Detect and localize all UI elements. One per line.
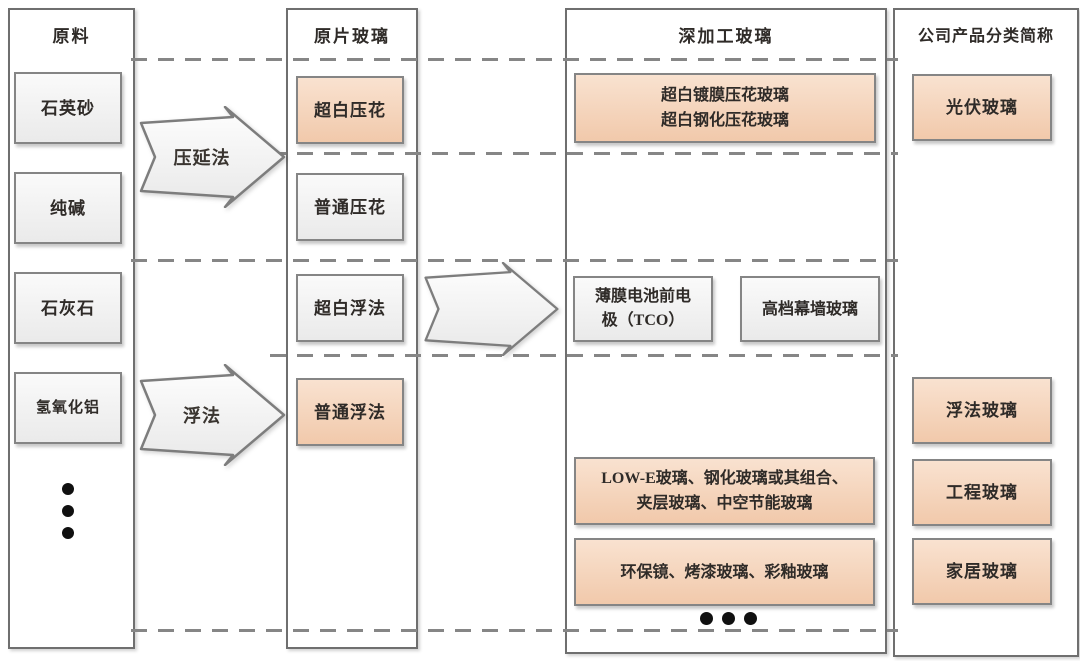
ellipsis-dot — [700, 612, 713, 625]
curtain-wall-label: 高档幕墙玻璃 — [761, 300, 858, 318]
home-box-label: 环保镜、烤漆玻璃、彩釉玻璃 — [620, 563, 829, 581]
base-glass-ultraclear-float: 超白浮法 — [296, 274, 404, 342]
dashed-separator-4 — [270, 354, 898, 357]
raw-material-label: 纯碱 — [50, 198, 86, 218]
base-glass-label: 超白压花 — [314, 100, 386, 120]
product-category-home-glass: 家居玻璃 — [912, 538, 1052, 605]
base-glass-ordinary-patterned: 普通压花 — [296, 173, 404, 241]
lowe-box-line2: 夹层玻璃、中空节能玻璃 — [636, 495, 813, 512]
processed-glass-home-box: 环保镜、烤漆玻璃、彩釉玻璃 — [574, 538, 875, 606]
column-header-product-categories: 公司产品分类简称 — [917, 28, 1054, 45]
column-header-processed-glass: 深加工玻璃 — [678, 27, 774, 46]
product-category-label: 家居玻璃 — [946, 562, 1018, 581]
pv-box-line1: 超白镀膜压花玻璃 — [660, 87, 789, 104]
dashed-separator-3 — [131, 259, 898, 262]
float-process-arrow — [139, 364, 286, 466]
raw-material-aluminium-hydroxide: 氢氧化铝 — [14, 372, 122, 444]
product-category-label: 光伏玻璃 — [946, 98, 1018, 117]
ellipsis-dot — [62, 527, 74, 539]
raw-material-label: 石英砂 — [41, 98, 95, 118]
pv-box-line2: 超白钢化压花玻璃 — [660, 112, 789, 129]
raw-material-label: 氢氧化铝 — [35, 399, 100, 416]
processed-glass-lowe-box: LOW-E玻璃、钢化玻璃或其组合、 夹层玻璃、中空节能玻璃 — [574, 457, 875, 525]
base-glass-label: 普通浮法 — [314, 402, 386, 422]
calendering-arrow-label: 压延法 — [173, 148, 231, 168]
float-arrow-label: 浮法 — [183, 406, 221, 426]
base-glass-label: 超白浮法 — [314, 298, 386, 318]
column-header-raw-materials: 原料 — [52, 27, 91, 46]
raw-material-quartz-sand: 石英砂 — [14, 72, 122, 144]
base-glass-label: 普通压花 — [314, 197, 386, 217]
base-glass-ordinary-float: 普通浮法 — [296, 378, 404, 446]
ellipsis-dot — [62, 483, 74, 495]
deep-processing-arrow — [424, 262, 559, 356]
product-category-photovoltaic-glass: 光伏玻璃 — [912, 74, 1052, 141]
processed-glass-pv-box: 超白镀膜压花玻璃 超白钢化压花玻璃 — [574, 73, 876, 143]
ellipsis-dot — [62, 505, 74, 517]
product-category-float-glass: 浮法玻璃 — [912, 377, 1052, 444]
raw-material-soda-ash: 纯碱 — [14, 172, 122, 244]
raw-material-label: 石灰石 — [41, 298, 95, 318]
raw-material-limestone: 石灰石 — [14, 272, 122, 344]
tco-box-line2: 极（TCO） — [601, 312, 685, 329]
ellipsis-dot — [744, 612, 757, 625]
product-category-engineering-glass: 工程玻璃 — [912, 459, 1052, 526]
dashed-separator-2 — [270, 152, 898, 155]
dashed-separator-1 — [131, 58, 898, 61]
product-category-label: 工程玻璃 — [946, 483, 1018, 502]
processed-glass-tco-box: 薄膜电池前电 极（TCO） — [573, 276, 713, 342]
ellipsis-dot — [722, 612, 735, 625]
tco-box-line1: 薄膜电池前电 — [594, 288, 691, 305]
lowe-box-line1: LOW-E玻璃、钢化玻璃或其组合、 — [601, 470, 848, 487]
column-header-base-glass: 原片玻璃 — [314, 27, 390, 46]
product-category-label: 浮法玻璃 — [946, 401, 1018, 420]
base-glass-ultraclear-patterned: 超白压花 — [296, 76, 404, 144]
calendering-process-arrow — [139, 106, 286, 208]
dashed-separator-5 — [131, 629, 898, 632]
processed-glass-curtain-wall-box: 高档幕墙玻璃 — [740, 276, 880, 342]
